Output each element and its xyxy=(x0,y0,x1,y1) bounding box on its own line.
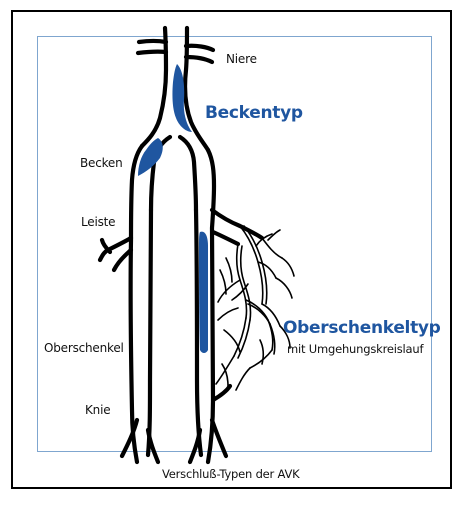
right-leg-outer xyxy=(208,150,214,462)
renal-branch-right-lower xyxy=(186,57,212,62)
left-leg-outer xyxy=(131,146,142,462)
collateral-network xyxy=(216,226,294,390)
label-leiste: Leiste xyxy=(81,215,115,229)
collateral-12 xyxy=(236,368,250,390)
left-leg-inner xyxy=(148,210,151,455)
label-beckentyp: Beckentyp xyxy=(205,103,303,123)
collateral-5b xyxy=(241,246,251,320)
collateral-8 xyxy=(218,280,240,302)
right-leg-lower-split-2 xyxy=(212,420,226,456)
left-groin-branch-3 xyxy=(102,240,110,252)
figure-caption: Verschluß-Typen der AVK xyxy=(162,467,299,481)
label-becken: Becken xyxy=(80,156,123,170)
label-umgehungskreislauf: mit Umgehungskreislauf xyxy=(287,342,423,356)
renal-branch-left-upper xyxy=(139,41,166,42)
occlusion-femoral xyxy=(199,232,208,353)
collateral-14 xyxy=(220,270,226,294)
collateral-19 xyxy=(218,308,238,320)
label-oberschenkeltyp: Oberschenkeltyp xyxy=(283,318,441,338)
knee-branch-right xyxy=(213,386,230,400)
collateral-11 xyxy=(250,350,272,368)
label-knie: Knie xyxy=(85,403,110,417)
collateral-2 xyxy=(262,238,282,258)
aorta-left-wall xyxy=(142,28,166,146)
bifurcation-inner-right xyxy=(180,137,196,210)
renal-branch-right-upper xyxy=(186,46,213,50)
collateral-15 xyxy=(276,278,292,298)
collateral-13 xyxy=(226,258,232,282)
label-niere: Niere xyxy=(226,52,257,66)
right-groin-branch-2 xyxy=(213,232,238,244)
collateral-16 xyxy=(282,258,294,276)
renal-branch-left-lower xyxy=(138,52,166,53)
left-groin-branch-2 xyxy=(114,250,131,270)
label-oberschenkel: Oberschenkel xyxy=(44,341,124,355)
